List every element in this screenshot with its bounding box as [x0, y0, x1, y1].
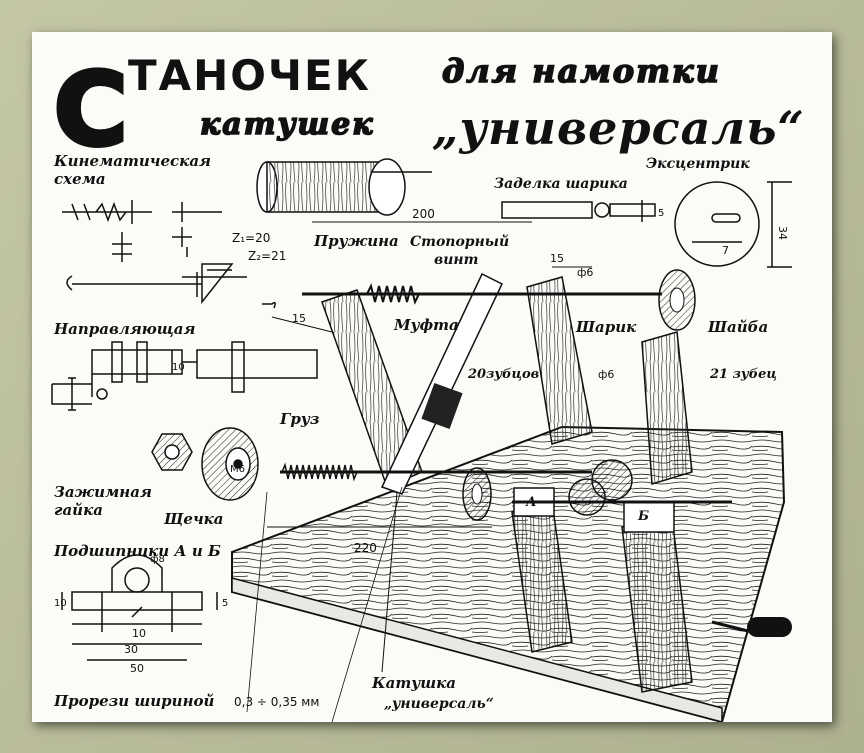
- label-z2: Z₂=21: [248, 249, 286, 263]
- title-initial: С: [54, 51, 127, 168]
- title-name: „универсаль“: [432, 101, 805, 155]
- dim-10: 10: [132, 627, 146, 640]
- label-stop-screw: Стопорный: [410, 233, 509, 250]
- label-cheek: Щечка: [163, 510, 224, 528]
- dim-phi6a: ф6: [577, 266, 593, 279]
- guide-detail: [51, 341, 318, 411]
- title-line2: катушек: [200, 107, 375, 142]
- label-b: Б: [637, 509, 649, 524]
- drawing-sheet: С ТАНОЧЕК для намотки катушек „универсал…: [32, 32, 832, 722]
- label-a: А: [525, 495, 537, 510]
- cheek: [201, 427, 259, 501]
- label-spring: Пружина: [313, 232, 399, 250]
- label-gear21: 21 зубец: [709, 367, 777, 382]
- top-spool: [256, 158, 432, 216]
- dim-15a: 15: [550, 252, 564, 265]
- ball-fix-detail: [501, 200, 656, 222]
- dim-m6: М6: [230, 464, 245, 475]
- right-column: [641, 331, 693, 485]
- right-upright: [526, 276, 593, 445]
- dim-5: 5: [222, 598, 228, 609]
- label-spool-2: „универсаль“: [384, 696, 494, 712]
- dim-200: 200: [412, 207, 435, 221]
- clamp-nut: [151, 433, 193, 471]
- bearing-detail: [61, 554, 218, 661]
- title-line1: для намотки: [442, 52, 721, 90]
- dim-34: 34: [776, 226, 789, 240]
- dim-phi8: ф8: [150, 554, 165, 565]
- dim-guide-10: 10: [172, 362, 185, 373]
- label-z1: Z₁=20: [232, 231, 270, 245]
- dim-50: 50: [130, 662, 144, 675]
- label-eccentric: Эксцентрик: [646, 156, 750, 172]
- dim-5-ball: 5: [658, 208, 664, 219]
- label-gear20: 20зубцов: [467, 367, 539, 382]
- machine: [231, 158, 792, 722]
- title-block: С ТАНОЧЕК для намотки катушек „универсал…: [52, 49, 805, 171]
- label-nut: Зажимная: [54, 483, 152, 501]
- label-kinematic: Кинематическая: [53, 152, 211, 170]
- kinematic-scheme: [62, 200, 276, 309]
- dim-10v: 10: [54, 598, 67, 609]
- dimension-lines: [267, 221, 592, 528]
- label-guide: Направляющая: [53, 320, 196, 338]
- label-coupling: Муфта: [393, 316, 459, 334]
- dim-220: 220: [354, 541, 377, 555]
- label-bearings: Подшипники А и Б: [53, 542, 221, 560]
- label-kinematic-2: схема: [54, 170, 106, 188]
- gear-21: [591, 459, 633, 501]
- dim-30: 30: [124, 643, 138, 656]
- label-ball: Шарик: [575, 318, 637, 336]
- label-stop-screw-2: винт: [434, 252, 478, 268]
- title-main: ТАНОЧЕК: [128, 51, 371, 100]
- arm: [380, 272, 503, 495]
- label-slots-value: 0,3 ÷ 0,35 мм: [234, 695, 319, 709]
- label-spool: Катушка: [371, 674, 456, 692]
- label-ball-fix: Заделка шарика: [494, 176, 628, 192]
- label-washer: Шайба: [707, 318, 768, 336]
- dim-phi6b: ф6: [598, 368, 614, 381]
- label-slots: Прорези шириной: [53, 692, 215, 710]
- label-weight: Груз: [279, 410, 319, 428]
- dim-7: 7: [722, 244, 729, 257]
- technical-drawing: С ТАНОЧЕК для намотки катушек „универсал…: [51, 49, 805, 722]
- label-nut-2: гайка: [54, 501, 103, 519]
- dim-15b: 15: [292, 312, 306, 325]
- eccentric-detail: [674, 181, 792, 268]
